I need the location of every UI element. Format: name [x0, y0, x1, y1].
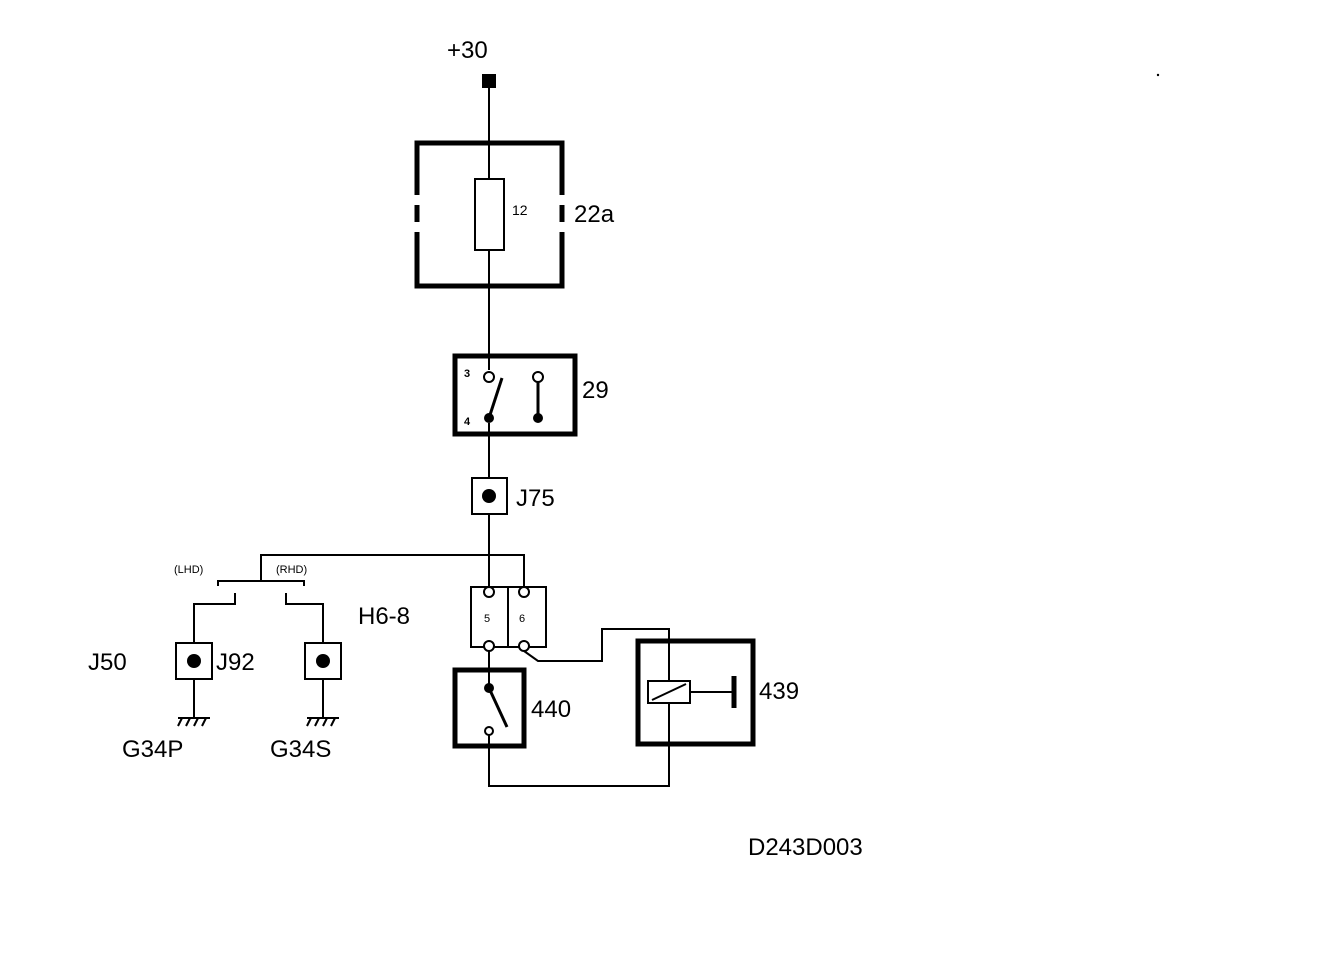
h6-8-pin-left: 5: [484, 613, 490, 625]
lhd-label: (LHD): [174, 564, 203, 576]
fuse-number: 12: [512, 202, 528, 218]
stray-speck: [1156, 73, 1160, 77]
wire-rhd-connector: [285, 593, 324, 643]
supply-terminal: [482, 74, 496, 88]
supply-label: +30: [447, 37, 488, 64]
wire-h6-8-actuator439: [523, 628, 670, 662]
j75-ref: J75: [516, 485, 555, 512]
wire-branch-top: [260, 554, 525, 587]
h6-8-ref: H6-8: [358, 603, 410, 630]
j92-ref: J92: [216, 649, 255, 676]
diagram-code: D243D003: [748, 834, 863, 861]
connector-j75: [471, 477, 508, 515]
fuse-12: [474, 178, 505, 251]
connector-j92: [175, 642, 213, 680]
rhd-label: (RHD): [276, 564, 307, 576]
switch-29: [452, 353, 578, 437]
connector-h6-8: [470, 586, 547, 652]
switch29-pin-bottom: 4: [464, 416, 471, 428]
g34s-ref: G34S: [270, 736, 331, 763]
switch440-ref: 440: [531, 696, 571, 723]
g34p-ref: G34P: [122, 736, 183, 763]
variant-bracket: [217, 580, 305, 586]
fuse-box-22a: [414, 140, 565, 289]
wire-lhd-j92: [193, 593, 236, 643]
connector-rhd: [304, 642, 342, 680]
h6-8-pin-right: 6: [519, 613, 525, 625]
actuator-439: [635, 638, 756, 747]
switch29-ref: 29: [582, 377, 609, 404]
switch29-pin-top: 3: [464, 368, 470, 380]
wire-return: [488, 735, 670, 787]
actuator439-ref: 439: [759, 678, 799, 705]
j50-ref: J50: [88, 649, 127, 676]
fuse-box-ref: 22a: [574, 201, 615, 228]
ground-g34s-icon: [306, 679, 339, 727]
ground-g34p-icon: [177, 679, 210, 727]
